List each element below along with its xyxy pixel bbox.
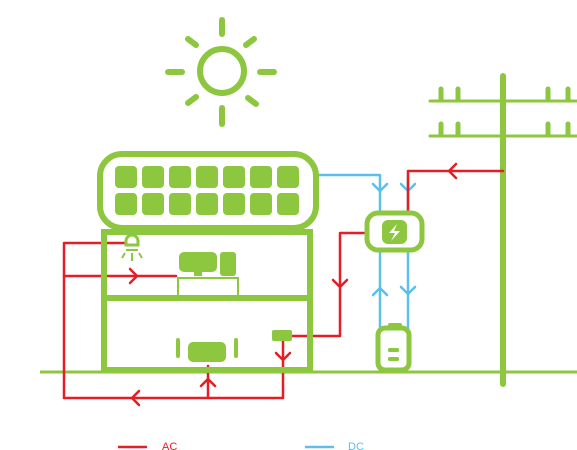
power-outlet-icon	[272, 330, 292, 341]
battery-icon	[375, 323, 412, 373]
utility-pole-icon	[428, 73, 577, 387]
solar-panel-icon	[97, 151, 319, 231]
inverter-lightning-icon	[364, 210, 425, 253]
light-bulb-icon	[121, 233, 143, 261]
legend: AC DC	[118, 441, 364, 450]
sofa-icon	[176, 338, 238, 362]
desktop-computer-icon	[177, 252, 239, 298]
sun-icon	[165, 17, 277, 127]
house-icon	[101, 229, 313, 373]
legend-ac-label: AC	[162, 441, 177, 450]
legend-dc-label: DC	[348, 441, 364, 450]
ac-lines	[62, 162, 505, 407]
